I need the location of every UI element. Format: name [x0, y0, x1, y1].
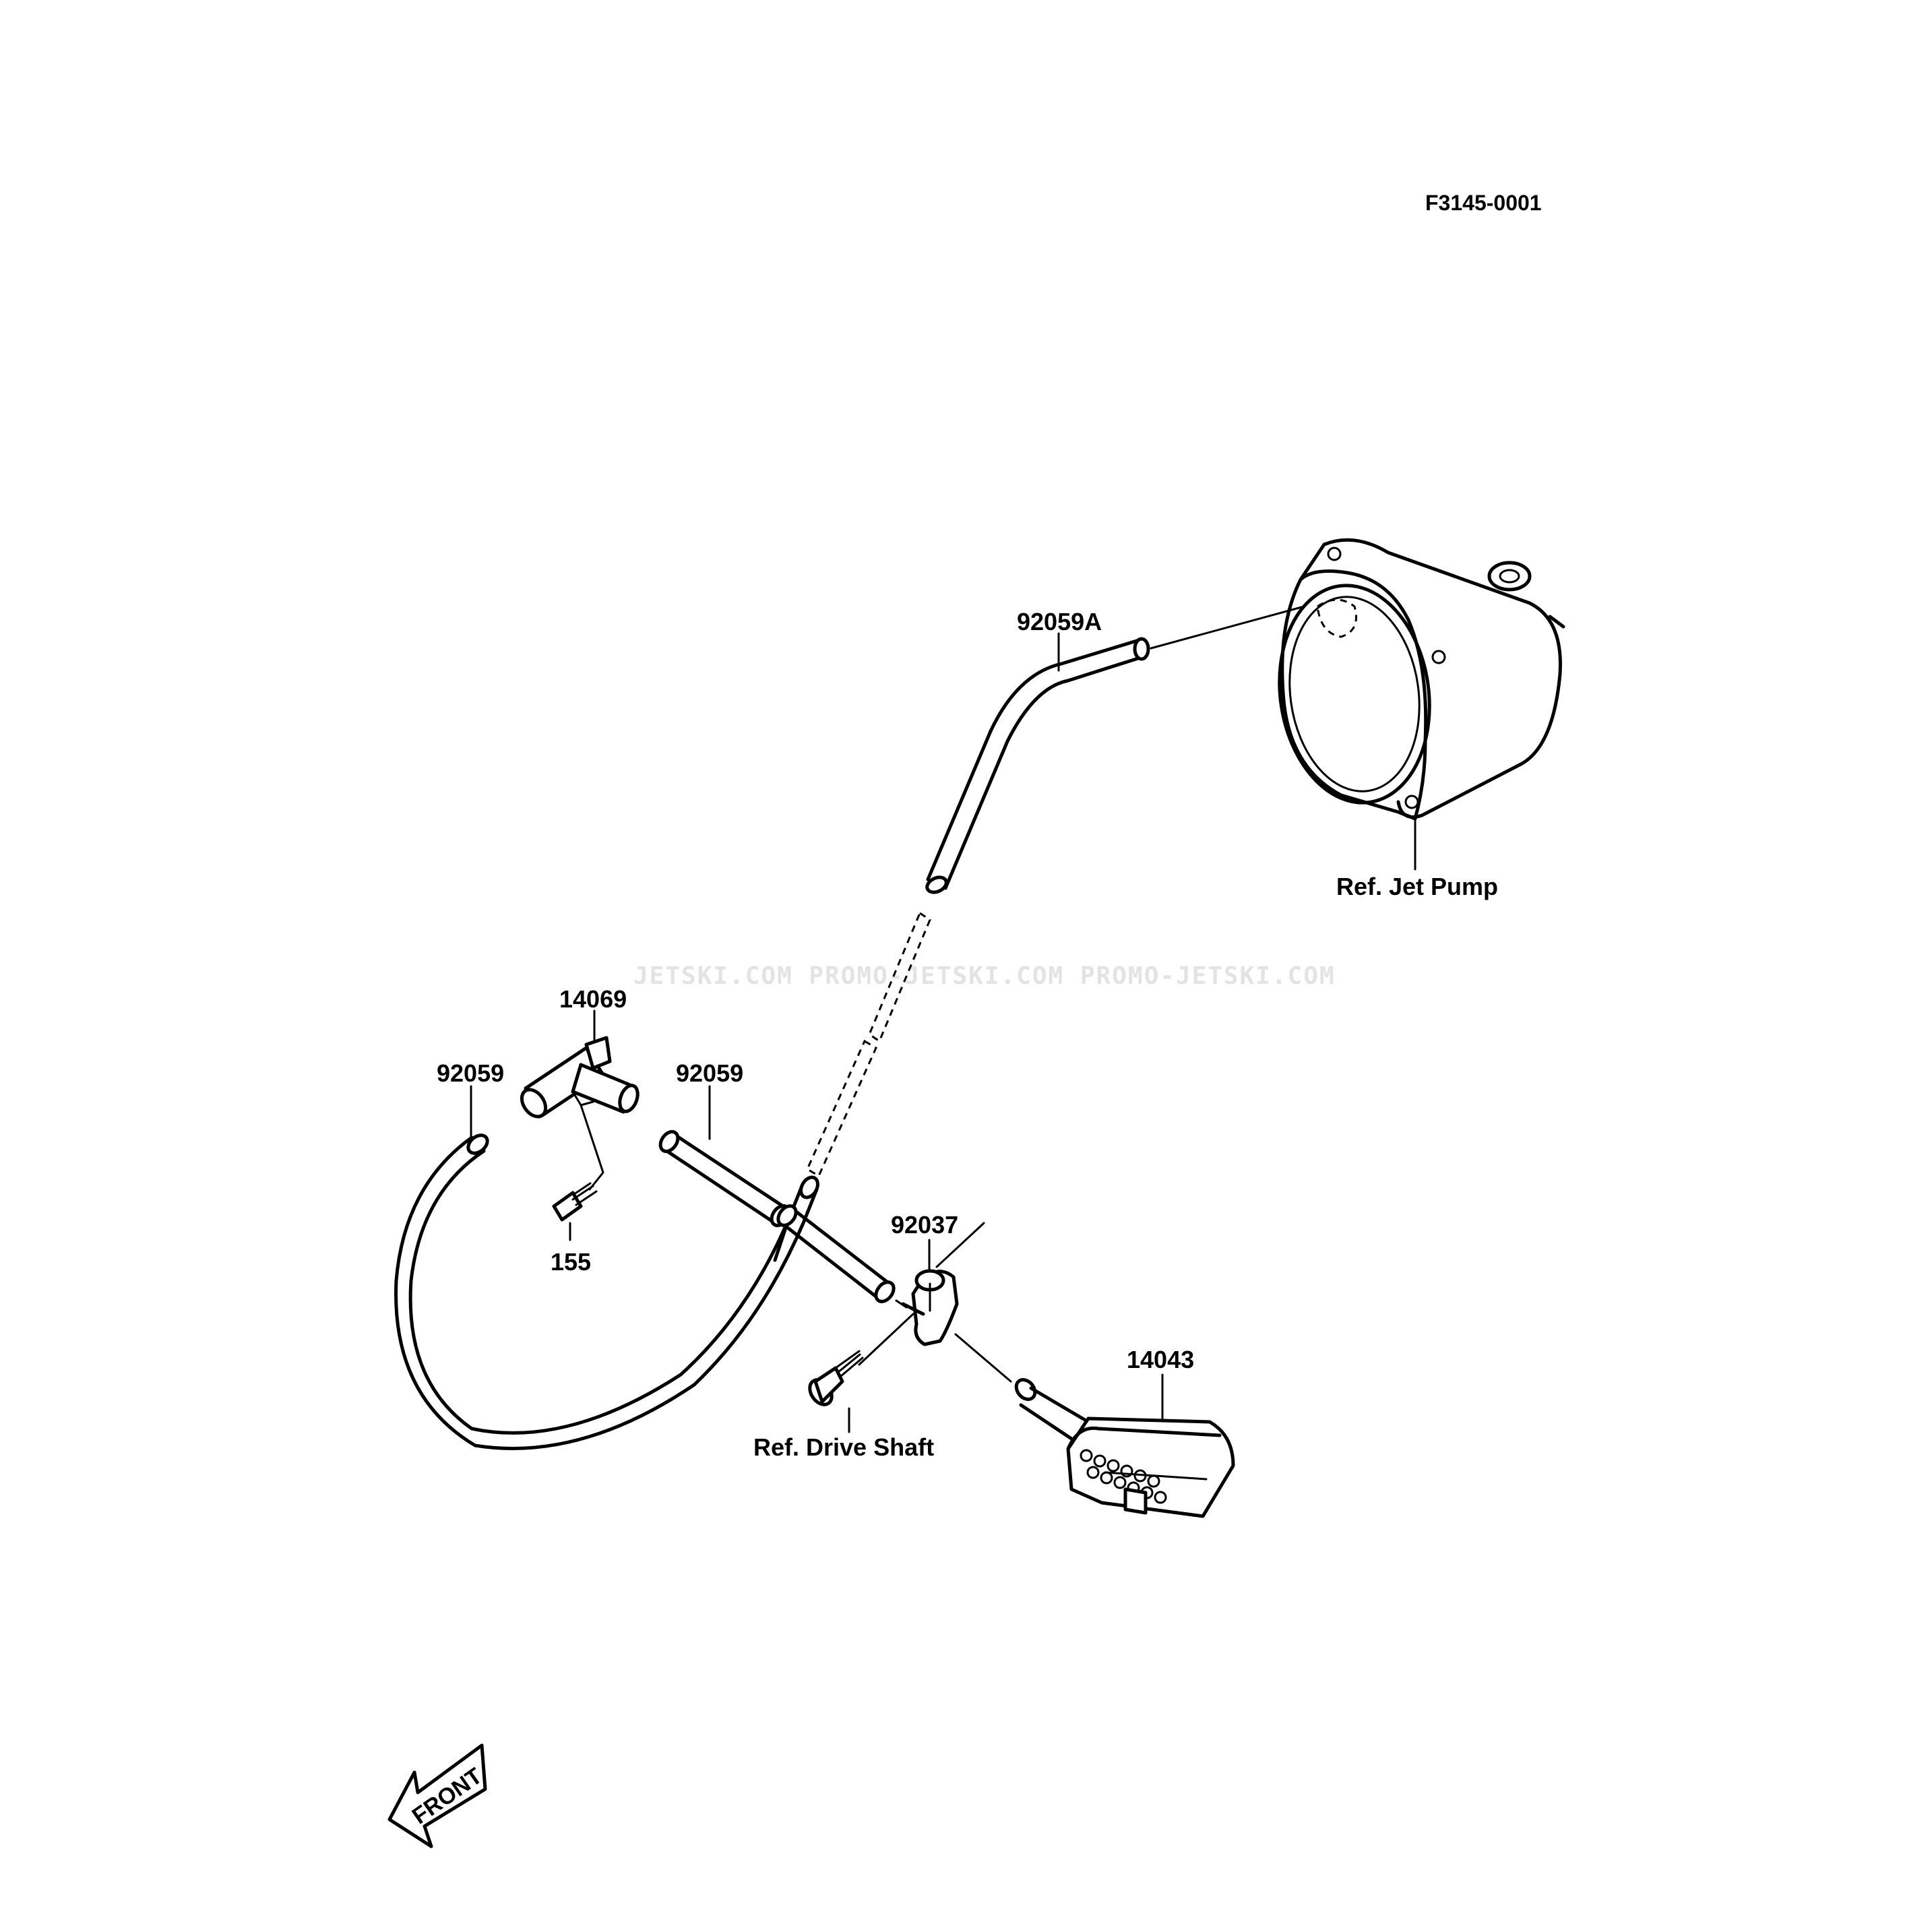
part-14043-label: 14043	[1127, 1346, 1194, 1373]
dashed-connector	[806, 911, 931, 1178]
filter-14043	[1014, 1373, 1235, 1518]
ref-jet-pump-label: Ref. Jet Pump	[1336, 873, 1498, 900]
front-arrow: FRONT	[387, 1743, 487, 1848]
hose-92059-left	[394, 1085, 819, 1450]
bolt-155	[552, 1182, 598, 1241]
filter-holes	[1080, 1449, 1167, 1515]
hose-92059-mid	[658, 1085, 791, 1228]
drive-shaft-bolt	[808, 1350, 864, 1433]
part-92037-label: 92037	[891, 1211, 958, 1239]
part-14069-label: 14069	[559, 985, 627, 1013]
jet-pump-housing	[1278, 538, 1565, 871]
hose-92059a	[925, 605, 1305, 894]
part-92059-left-label: 92059	[437, 1059, 504, 1087]
part-92059-mid-label: 92059	[676, 1059, 743, 1087]
part-92059a-label: 92059A	[1017, 608, 1102, 635]
hose-segment	[776, 1204, 908, 1309]
drawing-code: F3145-0001	[1425, 191, 1542, 215]
part-155-label: 155	[551, 1248, 591, 1276]
clamp-92037	[858, 1222, 1012, 1383]
fitting-14069	[520, 1009, 640, 1191]
watermark: JETSKI.COM PROMO-JETSKI.COM PROMO-JETSKI…	[633, 962, 1336, 990]
ref-drive-shaft-label: Ref. Drive Shaft	[753, 1433, 934, 1461]
